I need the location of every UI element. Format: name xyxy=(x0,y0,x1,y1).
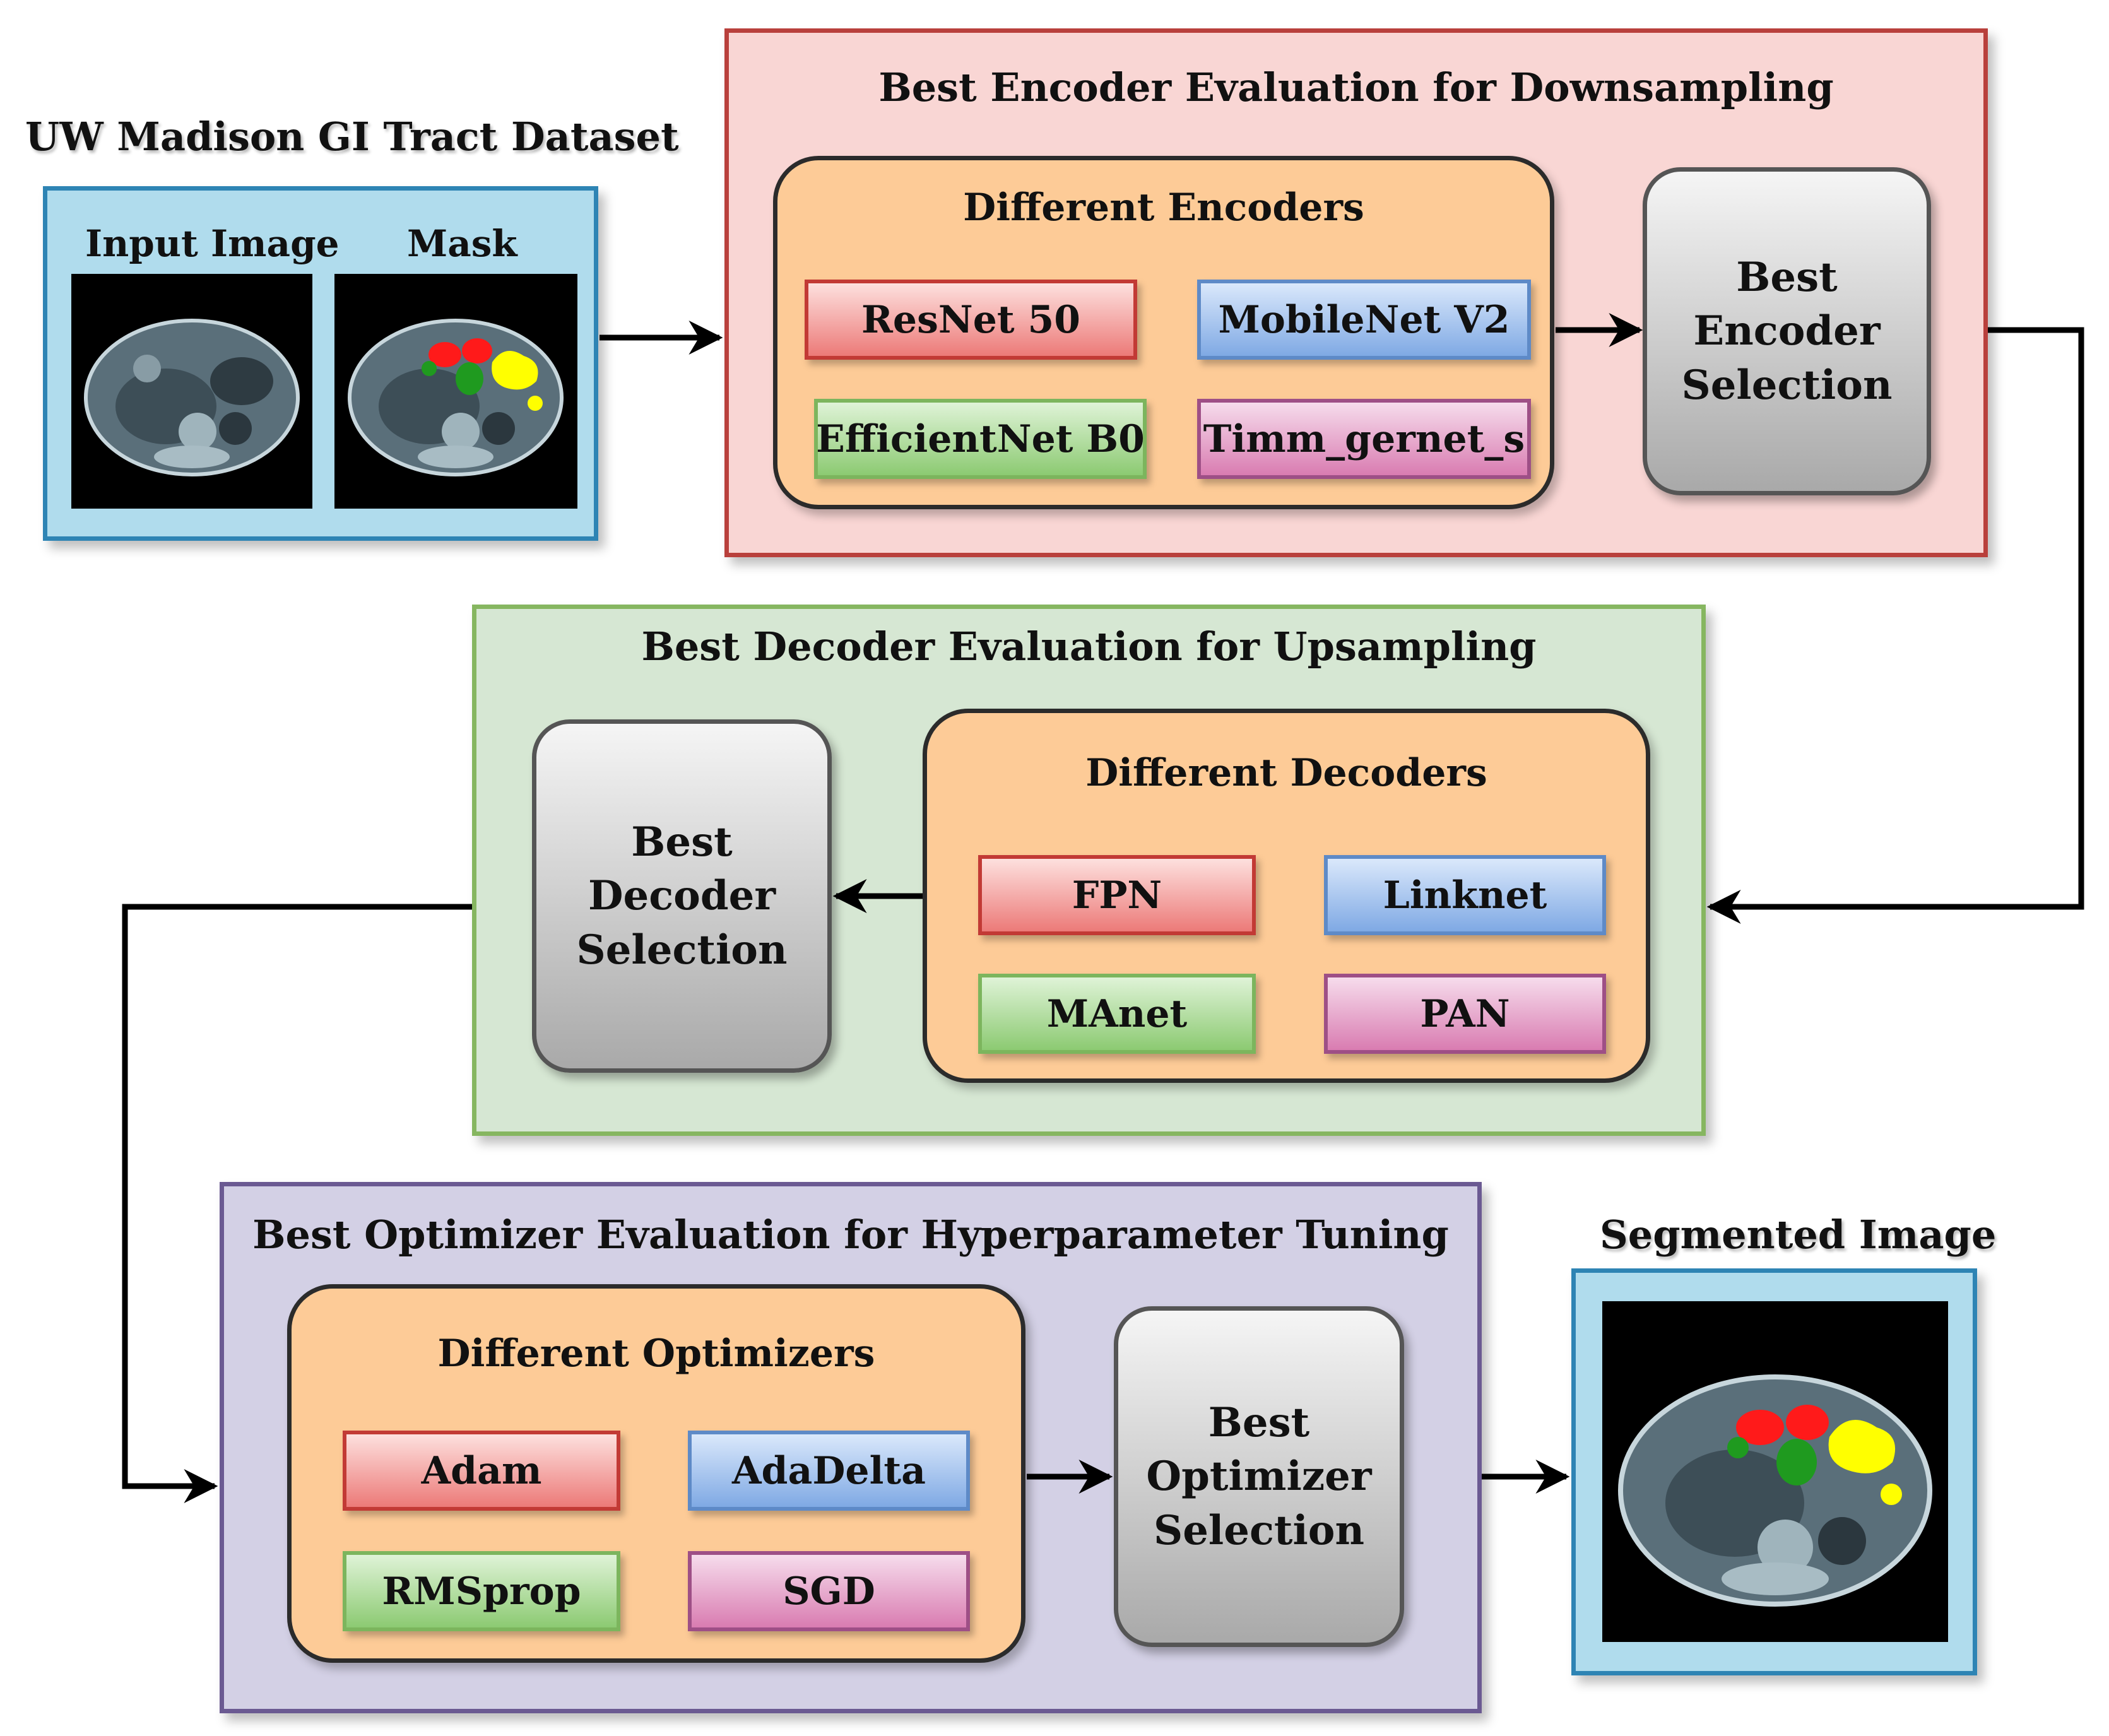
optimizer-adadelta[interactable]: AdaDelta xyxy=(688,1431,970,1511)
encoder-selection-line3: Selection xyxy=(1681,361,1893,409)
segmented-mri-image xyxy=(1602,1301,1948,1642)
decoders-group-title: Different Decoders xyxy=(1085,751,1487,795)
dataset-panel: Input Image Mask xyxy=(43,186,598,541)
segmented-image-title: Segmented Image xyxy=(1600,1212,1997,1258)
mask-mri-image xyxy=(334,274,577,509)
optimizer-selection-line2: Optimizer xyxy=(1146,1453,1372,1501)
decoder-pan[interactable]: PAN xyxy=(1324,974,1606,1054)
segmented-image-panel xyxy=(1571,1268,1977,1675)
optimizer-rmsprop[interactable]: RMSprop xyxy=(343,1551,620,1631)
decoder-title: Best Decoder Evaluation for Upsampling xyxy=(641,623,1537,670)
input-image-label: Input Image xyxy=(85,222,340,265)
decoder-selection-line1: Best xyxy=(631,818,733,866)
arrow-encoder-to-decoder xyxy=(1706,327,2084,924)
encoder-resnet50[interactable]: ResNet 50 xyxy=(805,280,1137,360)
mask-label: Mask xyxy=(407,222,517,265)
optimizer-title: Best Optimizer Evaluation for Hyperparam… xyxy=(252,1212,1449,1258)
encoder-mobilenet-v2[interactable]: MobileNet V2 xyxy=(1197,280,1531,360)
optimizers-group-title: Different Optimizers xyxy=(437,1332,875,1376)
encoder-selection-line2: Encoder xyxy=(1693,307,1881,355)
encoder-efficientnet-b0[interactable]: EfficientNet B0 xyxy=(814,399,1147,479)
decoder-selection-line3: Selection xyxy=(576,926,788,974)
decoder-selection-line2: Decoder xyxy=(588,872,776,920)
encoder-selection-line1: Best xyxy=(1736,254,1838,302)
encoder-timm-gernet-s[interactable]: Timm_gernet_s xyxy=(1197,399,1531,479)
optimizer-sgd[interactable]: SGD xyxy=(688,1551,970,1631)
best-optimizer-selection[interactable]: Best Optimizer Selection xyxy=(1114,1306,1404,1647)
optimizer-selection-line1: Best xyxy=(1208,1399,1310,1447)
best-encoder-selection[interactable]: Best Encoder Selection xyxy=(1643,167,1931,495)
optimizer-adam[interactable]: Adam xyxy=(343,1431,620,1511)
encoder-title: Best Encoder Evaluation for Downsampling xyxy=(878,64,1834,110)
dataset-title: UW Madison GI Tract Dataset xyxy=(25,114,679,160)
decoder-fpn[interactable]: FPN xyxy=(978,855,1256,935)
input-mri-image xyxy=(71,274,312,509)
decoder-linknet[interactable]: Linknet xyxy=(1324,855,1606,935)
arrow-decoder-to-optimizer xyxy=(122,904,472,1503)
decoder-manet[interactable]: MAnet xyxy=(978,974,1256,1054)
encoders-group-title: Different Encoders xyxy=(963,186,1364,230)
optimizer-selection-line3: Selection xyxy=(1153,1506,1365,1554)
best-decoder-selection[interactable]: Best Decoder Selection xyxy=(532,719,832,1073)
